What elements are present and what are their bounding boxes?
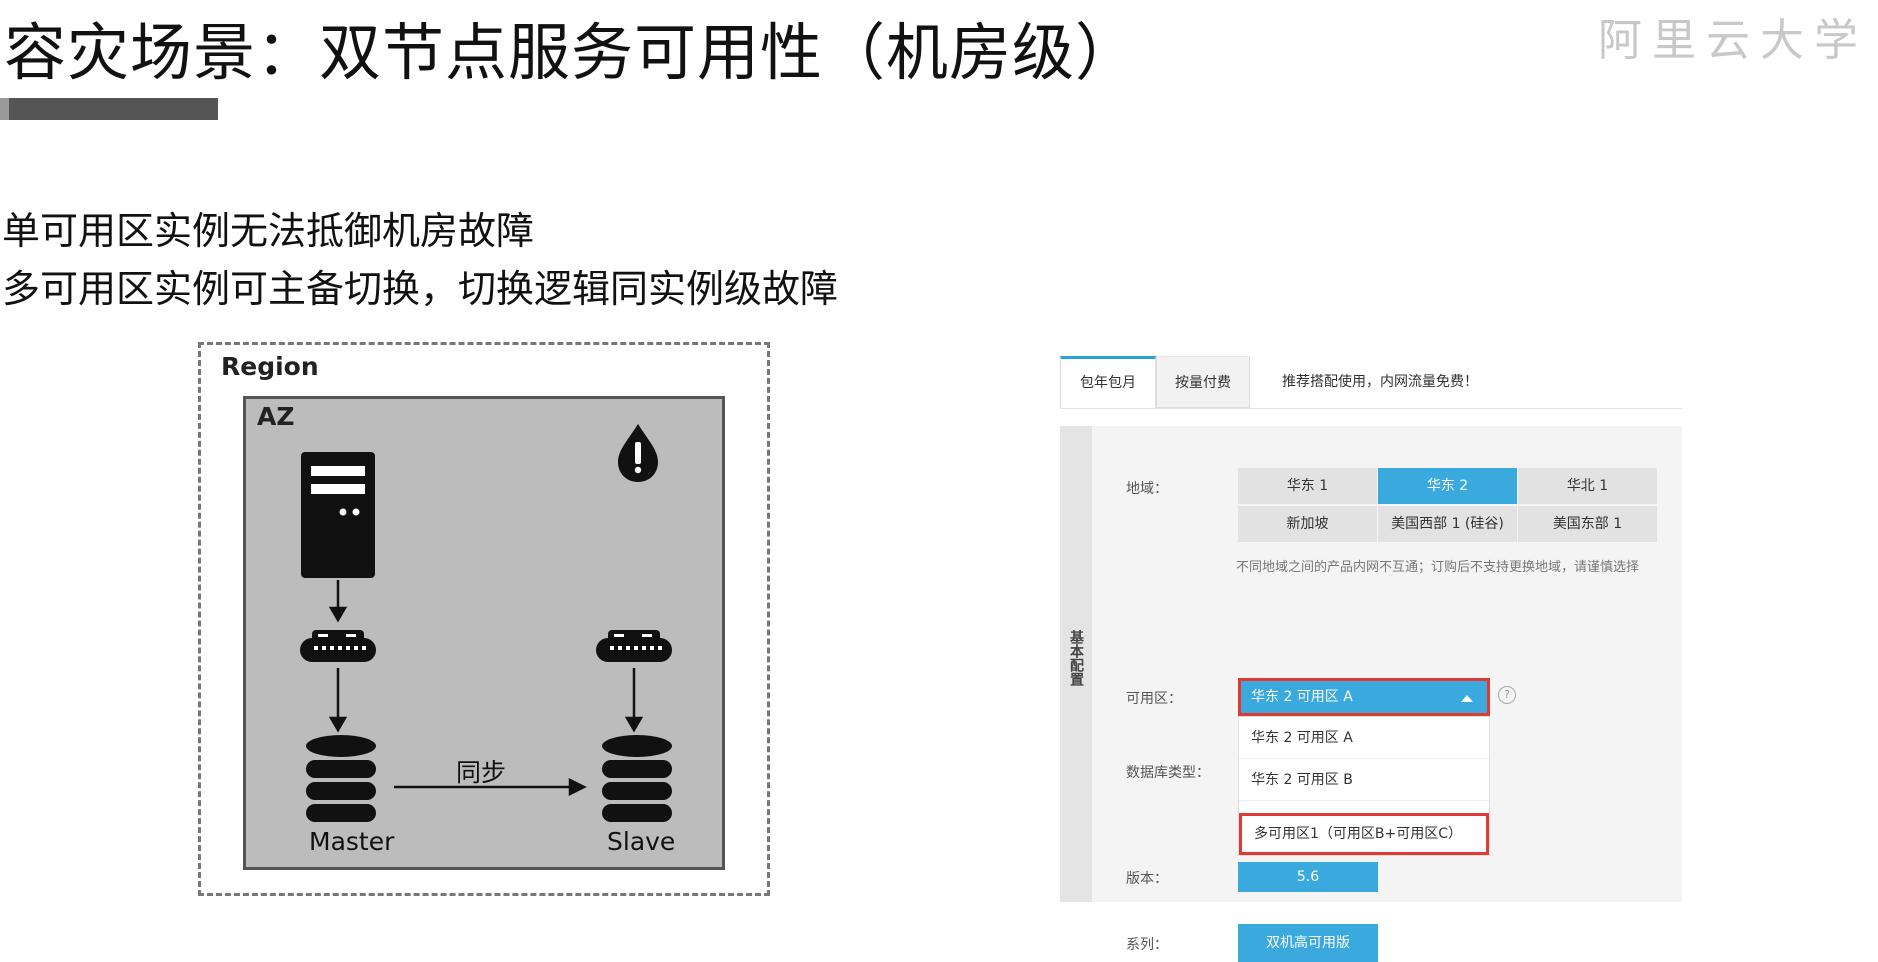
zone-option[interactable]: 华东 2 可用区 B: [1239, 759, 1489, 801]
slave-label: Slave: [607, 827, 676, 856]
region-option[interactable]: 新加坡: [1238, 506, 1378, 542]
bullet-point-1: 单可用区实例无法抵御机房故障: [2, 209, 535, 253]
db-type-field-label: 数据库类型：: [1126, 765, 1210, 781]
az-label: AZ: [257, 402, 295, 431]
series-option[interactable]: 双机高可用版: [1238, 924, 1378, 962]
title-underline-bar: [0, 98, 218, 120]
help-icon[interactable]: ?: [1498, 686, 1516, 704]
series-field-label: 系列：: [1126, 937, 1168, 953]
arrow-server-to-switch: [328, 580, 348, 623]
version-field-label: 版本：: [1126, 871, 1168, 887]
slide-title: 容灾场景：双节点服务可用性（机房级）: [4, 16, 1139, 89]
region-option-selected[interactable]: 华东 2: [1378, 468, 1518, 504]
bullet-point-2: 多可用区实例可主备切换，切换逻辑同实例级故障: [2, 267, 839, 311]
zone-select-value: 华东 2 可用区 A: [1251, 689, 1353, 705]
region-option[interactable]: 美国东部 1: [1518, 506, 1658, 542]
arrow-switch-to-slave: [624, 668, 644, 733]
zone-field-label: 可用区：: [1126, 691, 1182, 707]
master-label: Master: [309, 827, 395, 856]
region-box: [198, 342, 770, 896]
region-option[interactable]: 华北 1: [1518, 468, 1658, 504]
region-field-label: 地域：: [1126, 481, 1168, 497]
caret-up-icon: [1461, 695, 1473, 702]
billing-tabs: 包年包月 按量付费 推荐搭配使用，内网流量免费！: [1060, 356, 1682, 409]
warning-drop-icon: [618, 424, 658, 482]
database-icon-slave: [602, 735, 672, 822]
database-icon-master: [306, 735, 376, 822]
section-strip: 基本配置: [1060, 426, 1092, 902]
tab-pay-as-you-go[interactable]: 按量付费: [1156, 356, 1250, 408]
arrow-switch-to-master: [328, 668, 348, 733]
zone-option[interactable]: 华东 2 可用区 A: [1239, 717, 1489, 759]
tab-subscription[interactable]: 包年包月: [1060, 356, 1156, 408]
zone-option-multi-az-highlighted[interactable]: 多可用区1（可用区B+可用区C）: [1239, 813, 1489, 855]
zone-dropdown-list: 华东 2 可用区 A 华东 2 可用区 B 多可用区1（可用区B+可用区C）: [1238, 716, 1490, 856]
version-option[interactable]: 5.6: [1238, 862, 1378, 892]
region-option[interactable]: 美国西部 1 (硅谷): [1378, 506, 1518, 542]
config-form: 基本配置 地域： 华东 1 华东 2 华北 1 新加坡 美国西部 1 (硅谷) …: [1060, 426, 1682, 962]
region-note: 不同地域之间的产品内网不互通；订购后不支持更换地域，请谨慎选择: [1236, 560, 1640, 575]
brand-watermark: 阿里云大学: [1598, 15, 1868, 66]
zone-select[interactable]: 华东 2 可用区 A: [1238, 678, 1490, 716]
sync-arrow: [394, 777, 587, 797]
region-option[interactable]: 华东 1: [1238, 468, 1378, 504]
region-label: Region: [221, 352, 319, 381]
section-label: 基本配置: [1068, 630, 1084, 686]
console-panel: 包年包月 按量付费 推荐搭配使用，内网流量免费！ 基本配置 地域： 华东 1 华…: [1060, 356, 1682, 962]
switch-icon-right: [596, 630, 672, 662]
tab-note: 推荐搭配使用，内网流量免费！: [1282, 374, 1478, 390]
server-icon: [301, 452, 375, 578]
diagram-graphics: [300, 424, 672, 822]
switch-icon-left: [300, 630, 376, 662]
sync-label: 同步: [456, 758, 507, 787]
